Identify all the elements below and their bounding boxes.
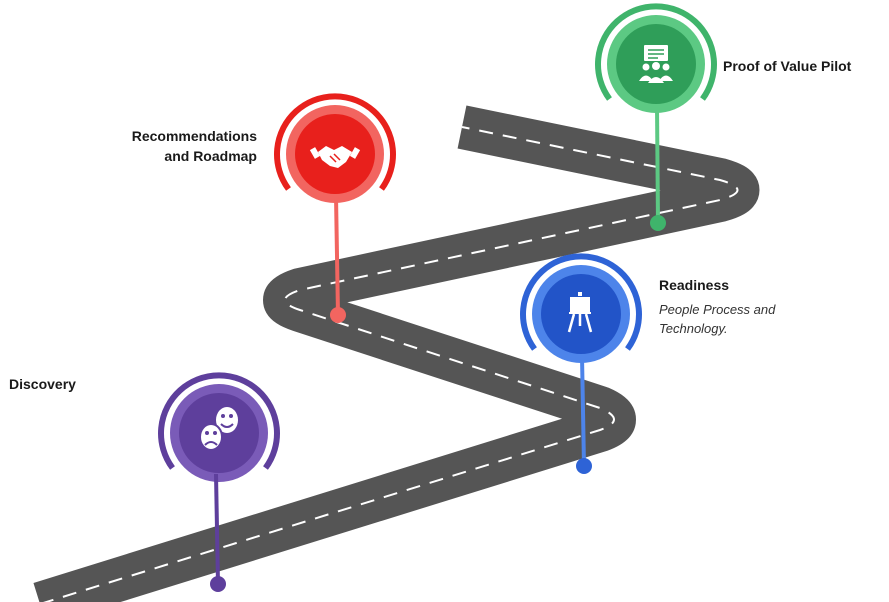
- recommendations-title: Recommendations and Roadmap: [60, 126, 257, 166]
- milestone-readiness: [520, 253, 642, 474]
- discovery-road-pin: [210, 576, 226, 592]
- road-center-dashes: [43, 126, 739, 602]
- discovery-arc: [158, 372, 280, 470]
- milestone-recommendations: [274, 93, 396, 323]
- readiness-subtitle-line2: Technology.: [659, 321, 728, 336]
- easel-icon: [567, 292, 593, 333]
- readiness-subtitle-line1: People Process and: [659, 302, 776, 317]
- proof-arc: [595, 3, 717, 101]
- recommendations-road-pin: [330, 307, 346, 323]
- readiness-road-pin: [576, 458, 592, 474]
- theater-masks-icon: [199, 407, 238, 451]
- recommendations-title-line1: Recommendations: [131, 128, 257, 144]
- discovery-title: Discovery: [9, 376, 76, 392]
- readiness-arc: [520, 253, 642, 351]
- handshake-icon: [309, 146, 361, 168]
- milestone-proof: [595, 3, 717, 231]
- proof-title: Proof of Value Pilot: [723, 58, 852, 74]
- readiness-text: Readiness People Process and Technology.: [659, 275, 775, 338]
- road: [33, 105, 760, 602]
- milestone-discovery: [158, 372, 280, 592]
- recommendations-title-line2: and Roadmap: [164, 148, 257, 164]
- readiness-title: Readiness: [659, 277, 730, 293]
- recommendations-arc: [274, 93, 396, 191]
- presentation-team-icon: [639, 45, 673, 83]
- proof-road-pin: [650, 215, 666, 231]
